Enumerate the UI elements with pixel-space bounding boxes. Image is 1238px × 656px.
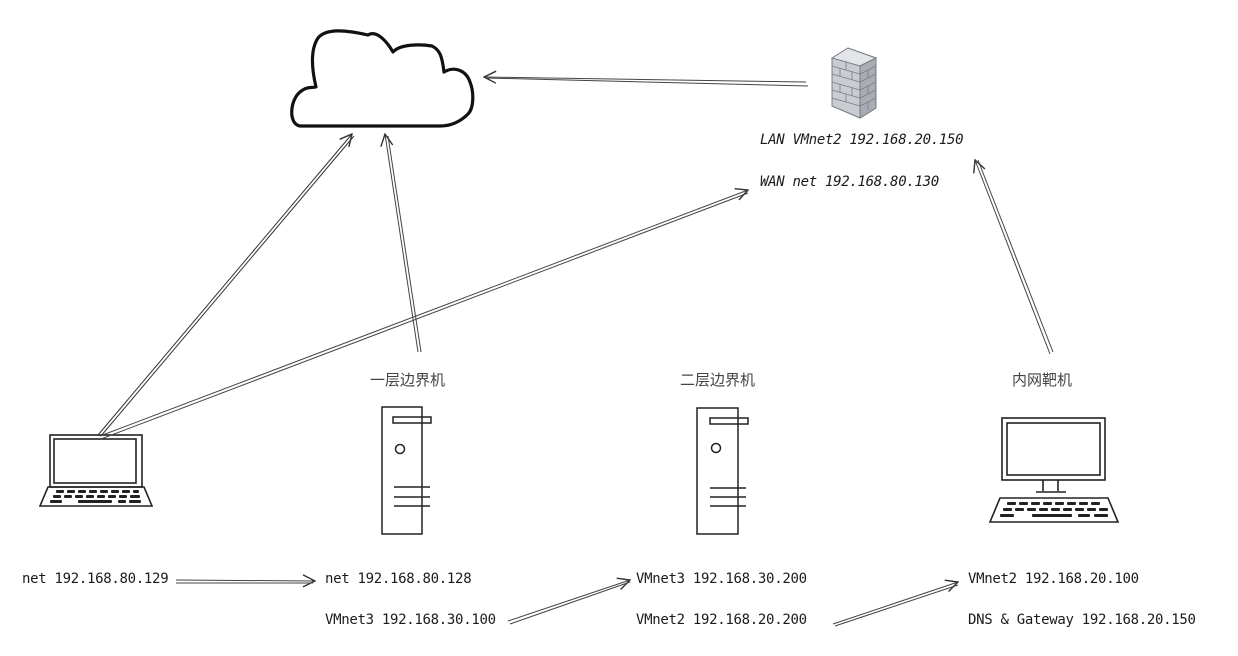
layer1-ip1-label: net 192.168.80.128 [325,571,472,587]
edge-target-to-firewall-lan [975,160,1054,355]
edge-attacker-ip-to-layer1-ip [175,580,315,583]
firewall-lan-label: LAN VMnet2 192.168.20.150 [760,132,964,148]
edge-firewall-to-cloud [484,77,809,87]
edge-attacker-to-cloud [97,134,355,437]
target-title: 内网靶机 [1012,371,1073,389]
firewall-wan-label: WAN net 192.168.80.130 [760,174,939,190]
target-ip2-label: DNS & Gateway 192.168.20.150 [968,612,1196,628]
edge-attacker-to-firewall-wan [99,190,748,440]
server-icon-layer1 [381,406,432,535]
layer2-title: 二层边界机 [680,371,756,389]
laptop-icon [38,434,154,507]
edge-layer1-ip-to-layer2-ip [507,580,630,625]
edge-layer2-ip-to-target-ip [832,582,958,627]
desktop-icon [988,417,1120,523]
firewall-icon [830,47,878,119]
attacker-ip-label: net 192.168.80.129 [22,571,169,587]
layer2-ip2-label: VMnet2 192.168.20.200 [636,612,807,628]
cloud-icon [290,29,475,128]
server-icon-layer2 [696,407,749,535]
layer1-title: 一层边界机 [370,371,446,389]
layer2-ip1-label: VMnet3 192.168.30.200 [636,571,807,587]
target-ip1-label: VMnet2 192.168.20.100 [968,571,1139,587]
layer1-ip2-label: VMnet3 192.168.30.100 [325,612,496,628]
